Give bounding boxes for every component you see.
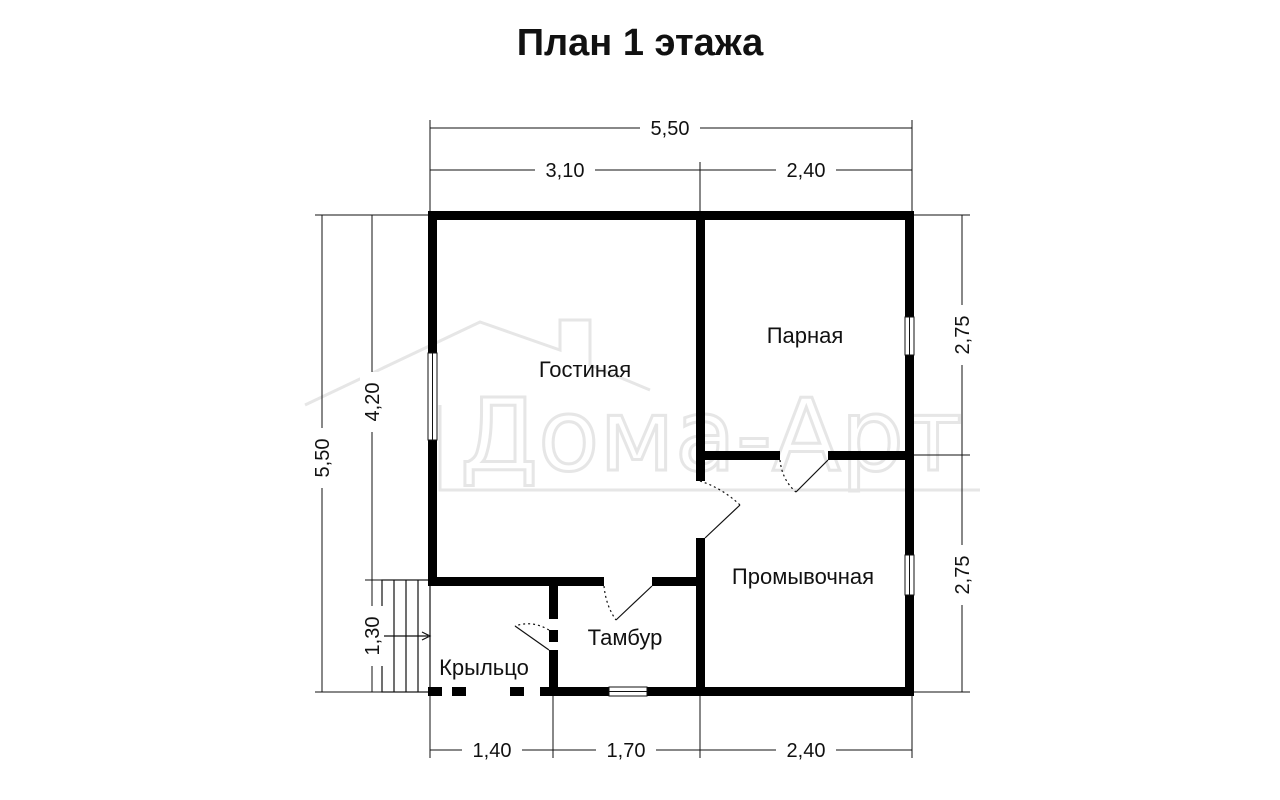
room-vestibule-label: Тамбур (588, 625, 663, 650)
dim-bottom-right: 2,40 (787, 740, 826, 762)
dim-left-total: 5,50 (312, 439, 334, 478)
dim-top-right: 2,40 (787, 160, 826, 182)
dim-left-porch: 1,30 (362, 617, 384, 656)
dim-right-upper: 2,75 (952, 316, 974, 355)
walls (428, 211, 914, 696)
plan-title: План 1 этажа (516, 22, 764, 64)
windows (427, 316, 915, 697)
dim-top-left: 3,10 (546, 160, 585, 182)
dim-top-total: 5,50 (651, 118, 690, 140)
porch-stairs (381, 579, 432, 693)
room-porch-label: Крыльцо (439, 655, 529, 680)
door-steam (795, 459, 829, 493)
dim-bottom-porch: 1,40 (473, 740, 512, 762)
room-living-label: Гостиная (539, 357, 631, 382)
dimension-labels: 5,50 3,10 2,40 5,50 4,20 1,30 2,75 2,75 … (310, 116, 974, 762)
room-steam-label: Парная (767, 323, 844, 348)
dim-left-upper: 4,20 (362, 383, 384, 422)
door-porch (514, 625, 550, 651)
door-vestibule-living (615, 585, 653, 621)
dim-bottom-vestibule: 1,70 (607, 740, 646, 762)
doors (514, 459, 829, 651)
watermark-text: Дома-Арт (460, 377, 962, 494)
room-wash-label: Промывочная (732, 564, 874, 589)
watermark-logo: Дома-Арт (304, 318, 980, 496)
dim-right-lower: 2,75 (952, 556, 974, 595)
door-wash-living (704, 504, 741, 539)
